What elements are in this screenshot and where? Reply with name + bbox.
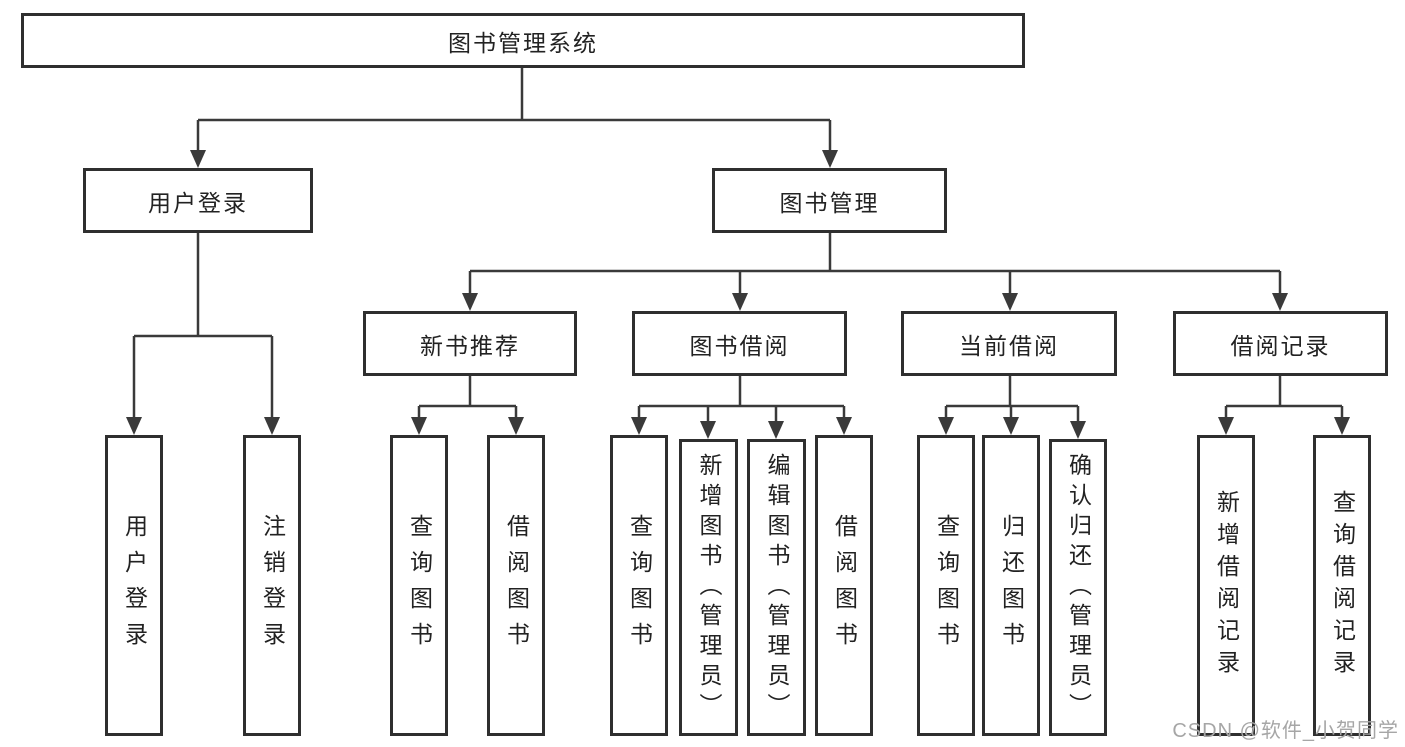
leaf-logout: 注销登录 [243, 435, 301, 736]
leaf-borrow-books-recommend: 借阅图书 [487, 435, 545, 736]
node-user-login: 用户登录 [83, 168, 313, 233]
leaf-label: 查询图书 [933, 513, 960, 658]
leaf-confirm-return-admin: 确认归还（管理员） [1049, 439, 1107, 736]
node-new-book-recommend: 新书推荐 [363, 311, 577, 376]
leaf-label: 查询借阅记录 [1329, 489, 1356, 682]
leaf-label: 确认归还（管理员） [1065, 452, 1092, 723]
leaf-query-books-current: 查询图书 [917, 435, 975, 736]
leaf-label: 新增借阅记录 [1213, 489, 1240, 682]
leaf-label: 查询图书 [626, 513, 653, 658]
leaf-label: 编辑图书（管理员） [764, 452, 790, 723]
leaf-label: 查询图书 [406, 513, 433, 658]
csdn-watermark: CSDN @软件_小贺同学 [1172, 720, 1399, 742]
leaf-label: 归还图书 [998, 513, 1025, 658]
leaf-label: 用户登录 [121, 513, 148, 658]
leaf-user-login: 用户登录 [105, 435, 163, 736]
node-borrow-records: 借阅记录 [1173, 311, 1388, 376]
node-current-borrow: 当前借阅 [901, 311, 1117, 376]
leaf-borrow-books: 借阅图书 [815, 435, 873, 736]
leaf-label: 借阅图书 [831, 513, 858, 658]
leaf-query-borrow-record: 查询借阅记录 [1313, 435, 1371, 736]
node-book-management: 图书管理 [712, 168, 947, 233]
leaf-query-books-borrow: 查询图书 [610, 435, 668, 736]
leaf-label: 借阅图书 [503, 513, 530, 658]
leaf-edit-books-admin: 编辑图书（管理员） [747, 439, 806, 736]
leaf-query-books-recommend: 查询图书 [390, 435, 448, 736]
leaf-add-books-admin: 新增图书（管理员） [679, 439, 738, 736]
node-book-borrow: 图书借阅 [632, 311, 847, 376]
leaf-label: 新增图书（管理员） [696, 452, 722, 723]
leaf-label: 注销登录 [259, 513, 286, 658]
leaf-return-books: 归还图书 [982, 435, 1040, 736]
node-root-system: 图书管理系统 [21, 13, 1025, 68]
leaf-add-borrow-record: 新增借阅记录 [1197, 435, 1255, 736]
arrowheads [126, 150, 1350, 439]
